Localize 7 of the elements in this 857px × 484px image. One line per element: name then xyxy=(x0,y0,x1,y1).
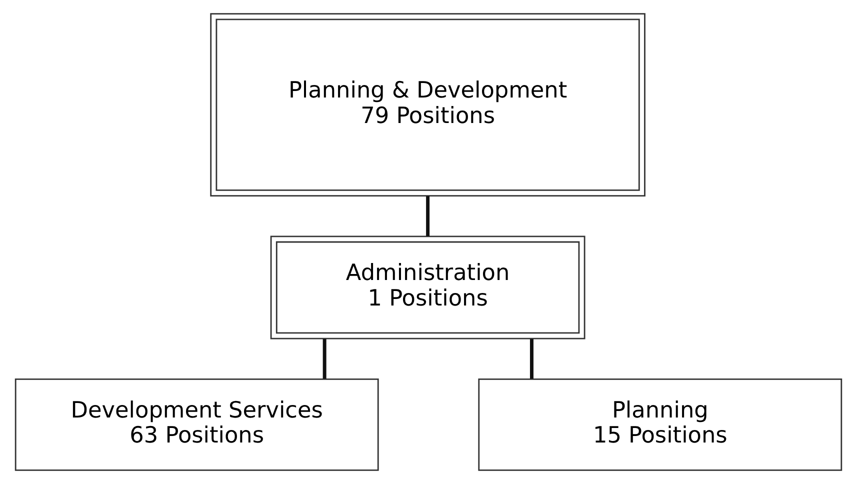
connector xyxy=(530,338,534,379)
node-box: Administration 1 Positions xyxy=(270,236,586,340)
connector xyxy=(426,196,430,236)
node-box: Planning & Development 79 Positions xyxy=(210,13,646,196)
connector xyxy=(322,338,326,379)
node-box: Development Services 63 Positions xyxy=(14,378,379,471)
node-box: Planning 15 Positions xyxy=(478,378,842,471)
